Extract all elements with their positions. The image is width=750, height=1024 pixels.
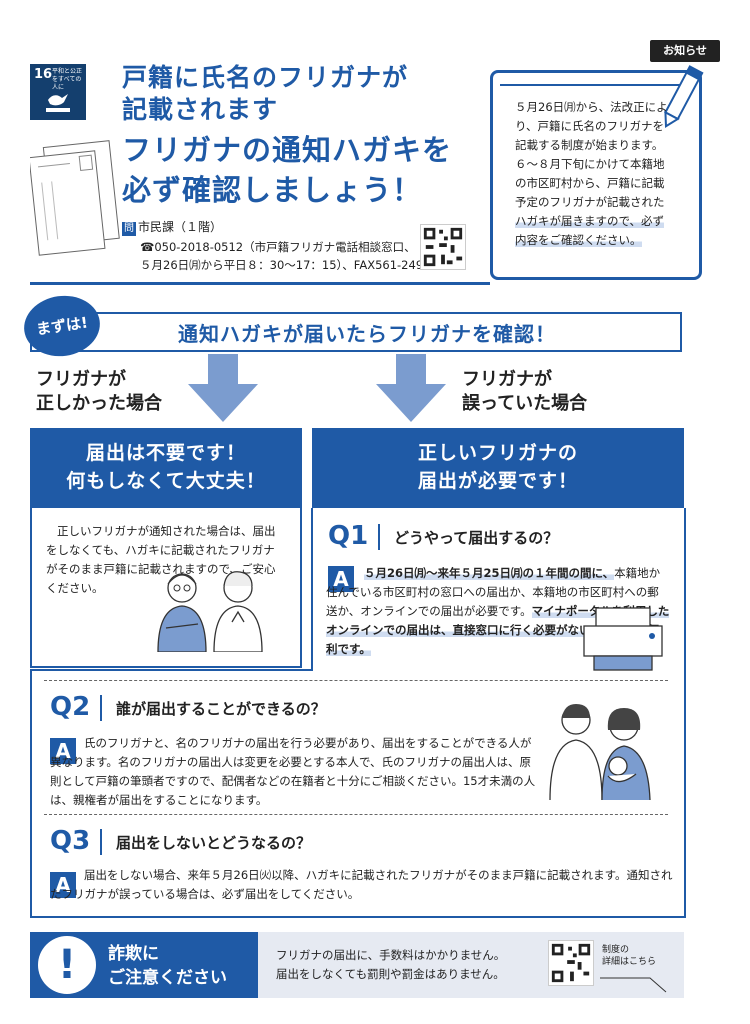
q1-answer-plain: 本籍地か住んでいる市区町村の窓口への届出か、本籍地の市区町村への郵送か、オンライ… (326, 566, 661, 618)
qr-code-footer[interactable] (548, 940, 594, 986)
action-needed-header: 正しいフリガナの 届出が必要です！ (312, 428, 684, 508)
q1-separator (44, 680, 668, 681)
case-correct-label: フリガナが 正しかった場合 (36, 368, 162, 416)
q2-answer-text: 氏のフリガナと、名のフリガナの届出を行う必要があり、届出をすることができる人が異… (50, 736, 536, 807)
pencil-icon (664, 65, 704, 129)
q3-answer: 届出をしない場合、来年５月26日㈫以降、ハガキに記載されたフリガナがそのまま戸籍… (50, 866, 674, 904)
notice-text-highlight: ハガキが届きますので、必ず内容をご確認ください。 (515, 214, 665, 247)
sdg-text: 平和と公正をすべての人に (52, 68, 83, 91)
q2-answer-badge: A (50, 738, 76, 764)
q1-divider (378, 524, 380, 550)
fee-info-line1: フリガナの届出に、手数料はかかりません。 (276, 948, 506, 962)
arrow-down-icon (376, 354, 446, 422)
notice-text: ５月26日㈪から、法改正により、戸籍に氏名のフリガナを記載する制度が始まります。… (515, 98, 675, 250)
q1-label: Q1 (328, 521, 369, 551)
dove-icon (46, 94, 70, 112)
main-title: フリガナの通知ハガキを 必ず確認しましょう！ (122, 130, 452, 210)
no-action-text-body: 正しいフリガナが通知された場合は、届出をしなくても、ハガキに記載されたフリガナが… (46, 524, 276, 595)
printer-illustration (583, 607, 663, 671)
qa-frame (30, 508, 686, 918)
notice-badge: お知らせ (650, 40, 720, 62)
header-divider (30, 282, 490, 285)
q2-divider (100, 695, 102, 721)
sdg-16-badge: 16 平和と公正をすべての人に (30, 64, 86, 120)
q2-separator (44, 814, 668, 815)
q3-label: Q3 (50, 826, 91, 856)
postcard-illustration (30, 140, 120, 256)
elderly-couple-illustration (157, 571, 263, 652)
arrow-down-icon (188, 354, 258, 422)
q3-question: 届出をしないとどうなるの？ (116, 834, 312, 852)
subtitle-line2: 記載されます (122, 95, 279, 124)
action-head-line2: 届出が必要です！ (417, 470, 578, 492)
q1-answer-badge: A (328, 566, 354, 592)
fee-info-box (258, 932, 684, 998)
sdg-number: 16 (34, 67, 53, 82)
detail-line2: 詳細はこちら (602, 957, 657, 967)
check-banner (30, 312, 682, 352)
subtitle-line1: 戸籍に氏名のフリガナが (122, 63, 409, 92)
q3-divider (100, 829, 102, 855)
qr-code-header[interactable] (420, 224, 466, 270)
case-wrong-line2: 誤っていた場合 (462, 393, 588, 414)
fee-info-text: フリガナの届出に、手数料はかかりません。 届出をしなくても罰則や罰金はありません… (276, 946, 505, 984)
fraud-warning-text: 詐欺に ご注意ください (108, 942, 227, 990)
exclamation-icon: ! (38, 936, 96, 994)
clipboard-clip (500, 72, 690, 86)
no-action-head-line1: 届出は不要です！ (85, 442, 246, 464)
phone-info: ☎050-2018-0512（市戸籍フリガナ電話相談窓口、 ５月26日㈪から平日… (140, 238, 430, 274)
banner-text: 通知ハガキが届いたらフリガナを確認！ (178, 322, 556, 346)
q2-label: Q2 (50, 692, 91, 722)
case-correct-line1: フリガナが (36, 369, 126, 390)
case-wrong-line1: フリガナが (462, 369, 552, 390)
pointer-line (600, 977, 667, 993)
q1-answer-highlight1: ５月26日㈪〜来年５月25日㈪の１年間の間に、 (364, 566, 615, 580)
no-action-text: 正しいフリガナが通知された場合は、届出をしなくても、ハガキに記載されたフリガナが… (46, 522, 284, 598)
inquiry-tag: 問 (122, 222, 136, 236)
case-wrong-label: フリガナが 誤っていた場合 (462, 368, 587, 416)
q3-answer-badge: A (50, 872, 76, 898)
title-line1: フリガナの通知ハガキを (122, 133, 453, 167)
q2-question: 誰が届出することができるの？ (116, 700, 326, 718)
fraud-warning-line2: ご注意ください (108, 968, 227, 988)
detail-line1: 制度の (602, 945, 630, 955)
detail-link-label: 制度の 詳細はこちら (602, 944, 656, 968)
phone-line2: ５月26日㈪から平日８：30〜17：15）、FAX561-2492 (140, 258, 431, 272)
notice-text-plain: ５月26日㈪から、法改正により、戸籍に氏名のフリガナを記載する制度が始まります。… (515, 100, 668, 209)
q1-question: どうやって届出するの？ (394, 529, 559, 547)
action-head-line1: 正しいフリガナの (417, 442, 578, 464)
no-action-header: 届出は不要です！ 何もしなくて大丈夫！ (30, 428, 302, 508)
department-info: 問市民課（１階） (122, 218, 222, 236)
no-action-box (30, 508, 302, 668)
case-correct-line2: 正しかった場合 (36, 393, 162, 414)
phone-line1: ☎050-2018-0512（市戸籍フリガナ電話相談窓口、 (140, 240, 416, 254)
q2-answer: 氏のフリガナと、名のフリガナの届出を行う必要があり、届出をすることができる人が異… (50, 734, 536, 810)
department-name: 市民課（１階） (138, 220, 223, 234)
q3-answer-text: 届出をしない場合、来年５月26日㈫以降、ハガキに記載されたフリガナがそのまま戸籍… (50, 868, 673, 901)
no-action-head-line2: 何もしなくて大丈夫！ (66, 470, 266, 492)
subtitle: 戸籍に氏名のフリガナが 記載されます (122, 62, 408, 126)
family-illustration (549, 704, 651, 800)
fee-info-line2: 届出をしなくても罰則や罰金はありません。 (276, 967, 505, 981)
fraud-warning-line1: 詐欺に (108, 944, 159, 964)
title-line2: 必ず確認しましょう！ (122, 173, 423, 207)
